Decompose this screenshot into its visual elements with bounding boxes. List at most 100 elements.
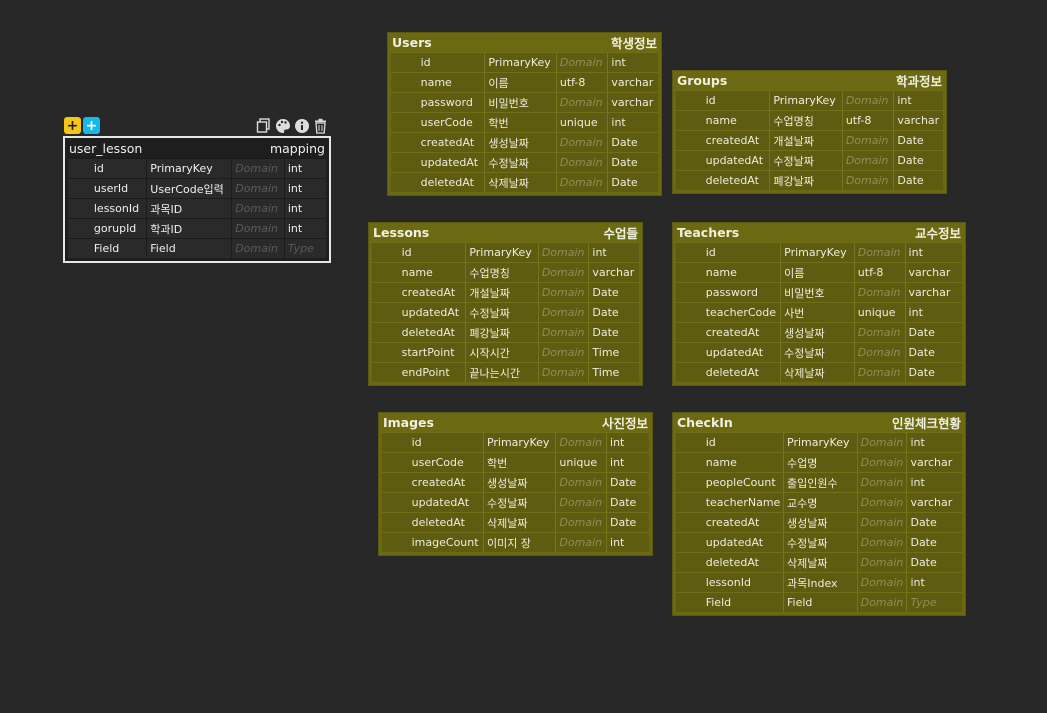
column-domain[interactable]: Domain [853,363,905,382]
column-key[interactable]: 삭제날짜 [783,553,857,572]
column-name[interactable]: userCode [411,456,464,469]
column-domain[interactable]: Domain [856,513,907,532]
row-handle[interactable] [372,283,399,302]
column-key[interactable]: 과목ID [146,199,231,218]
column-key[interactable]: 이름 [780,263,854,282]
column-type[interactable]: varchar [906,493,962,512]
column-name[interactable]: updatedAt [705,346,764,359]
row-handle[interactable] [676,111,703,130]
column-key[interactable]: 학번 [482,453,555,472]
column-key[interactable]: 시작시간 [465,343,537,362]
row-handle[interactable] [372,243,399,262]
column-name[interactable]: createdAt [420,136,475,149]
column-type[interactable]: Date [606,493,649,512]
row-handle[interactable] [676,303,703,322]
column-type[interactable]: Time [588,343,639,362]
column-key[interactable]: 수정날짜 [482,493,555,512]
column-name[interactable]: teacherName [705,496,781,509]
table-header[interactable]: Users 학생정보 [388,33,661,52]
column-name[interactable]: deletedAt [705,366,759,379]
column-domain[interactable]: Domain [537,343,589,362]
column-key[interactable]: PrimaryKey [769,91,841,110]
column-key[interactable]: 비밀번호 [484,93,556,112]
column-type[interactable]: Date [588,283,639,302]
row-handle[interactable] [391,73,418,92]
column-domain[interactable]: Domain [856,493,907,512]
table-header[interactable]: Teachers 교수정보 [673,223,965,242]
column-key[interactable]: PrimaryKey [465,243,537,262]
row-handle[interactable] [382,473,409,492]
column-domain[interactable]: unique [853,303,905,322]
column-name[interactable]: createdAt [411,476,466,489]
column-name[interactable]: gorupId [93,222,137,235]
column-type[interactable]: Time [588,363,639,382]
column-type[interactable]: Date [607,153,658,172]
column-name[interactable]: peopleCount [705,476,776,489]
column-type[interactable]: int [906,433,962,452]
column-type[interactable]: varchar [904,263,962,282]
column-type[interactable]: Date [606,473,649,492]
column-name[interactable]: id [93,162,104,175]
column-name[interactable]: deletedAt [401,326,455,339]
column-name[interactable]: updatedAt [401,306,460,319]
column-domain[interactable]: Domain [231,179,284,198]
column-key[interactable]: 생성날짜 [484,133,556,152]
column-name[interactable]: deletedAt [705,556,759,569]
column-type[interactable]: int [606,533,649,552]
column-type[interactable]: int [904,303,962,322]
column-domain[interactable]: Domain [856,593,907,612]
column-domain[interactable]: Domain [856,533,907,552]
column-type[interactable]: Date [607,133,658,152]
column-key[interactable]: 수정날짜 [465,303,537,322]
column-type[interactable]: Date [906,513,962,532]
column-name[interactable]: userCode [420,116,473,129]
column-key[interactable]: 수업명칭 [465,263,537,282]
column-type[interactable]: int [283,179,326,198]
column-key[interactable]: 수정날짜 [484,153,556,172]
column-domain[interactable]: utf-8 [841,111,894,130]
column-key[interactable]: 생성날짜 [482,473,555,492]
row-handle[interactable] [391,173,418,192]
table-header[interactable]: Images 사진정보 [379,413,652,432]
column-name[interactable]: updatedAt [411,496,470,509]
column-key[interactable]: PrimaryKey [484,53,556,72]
column-domain[interactable]: Domain [537,363,589,382]
column-key[interactable]: PrimaryKey [780,243,854,262]
row-handle[interactable] [372,323,399,342]
column-name[interactable]: teacherCode [705,306,777,319]
column-domain[interactable]: Domain [856,453,907,472]
row-handle[interactable] [676,171,703,190]
column-name[interactable]: endPoint [401,366,450,379]
column-domain[interactable]: Domain [853,243,905,262]
column-name[interactable]: name [705,114,737,127]
palette-icon[interactable] [274,117,291,134]
column-name[interactable]: id [705,94,716,107]
column-name[interactable]: deletedAt [411,516,465,529]
column-type[interactable]: Date [904,363,962,382]
row-handle[interactable] [372,303,399,322]
column-type[interactable]: int [906,473,962,492]
row-handle[interactable] [676,323,703,342]
column-key[interactable]: 생성날짜 [780,323,854,342]
